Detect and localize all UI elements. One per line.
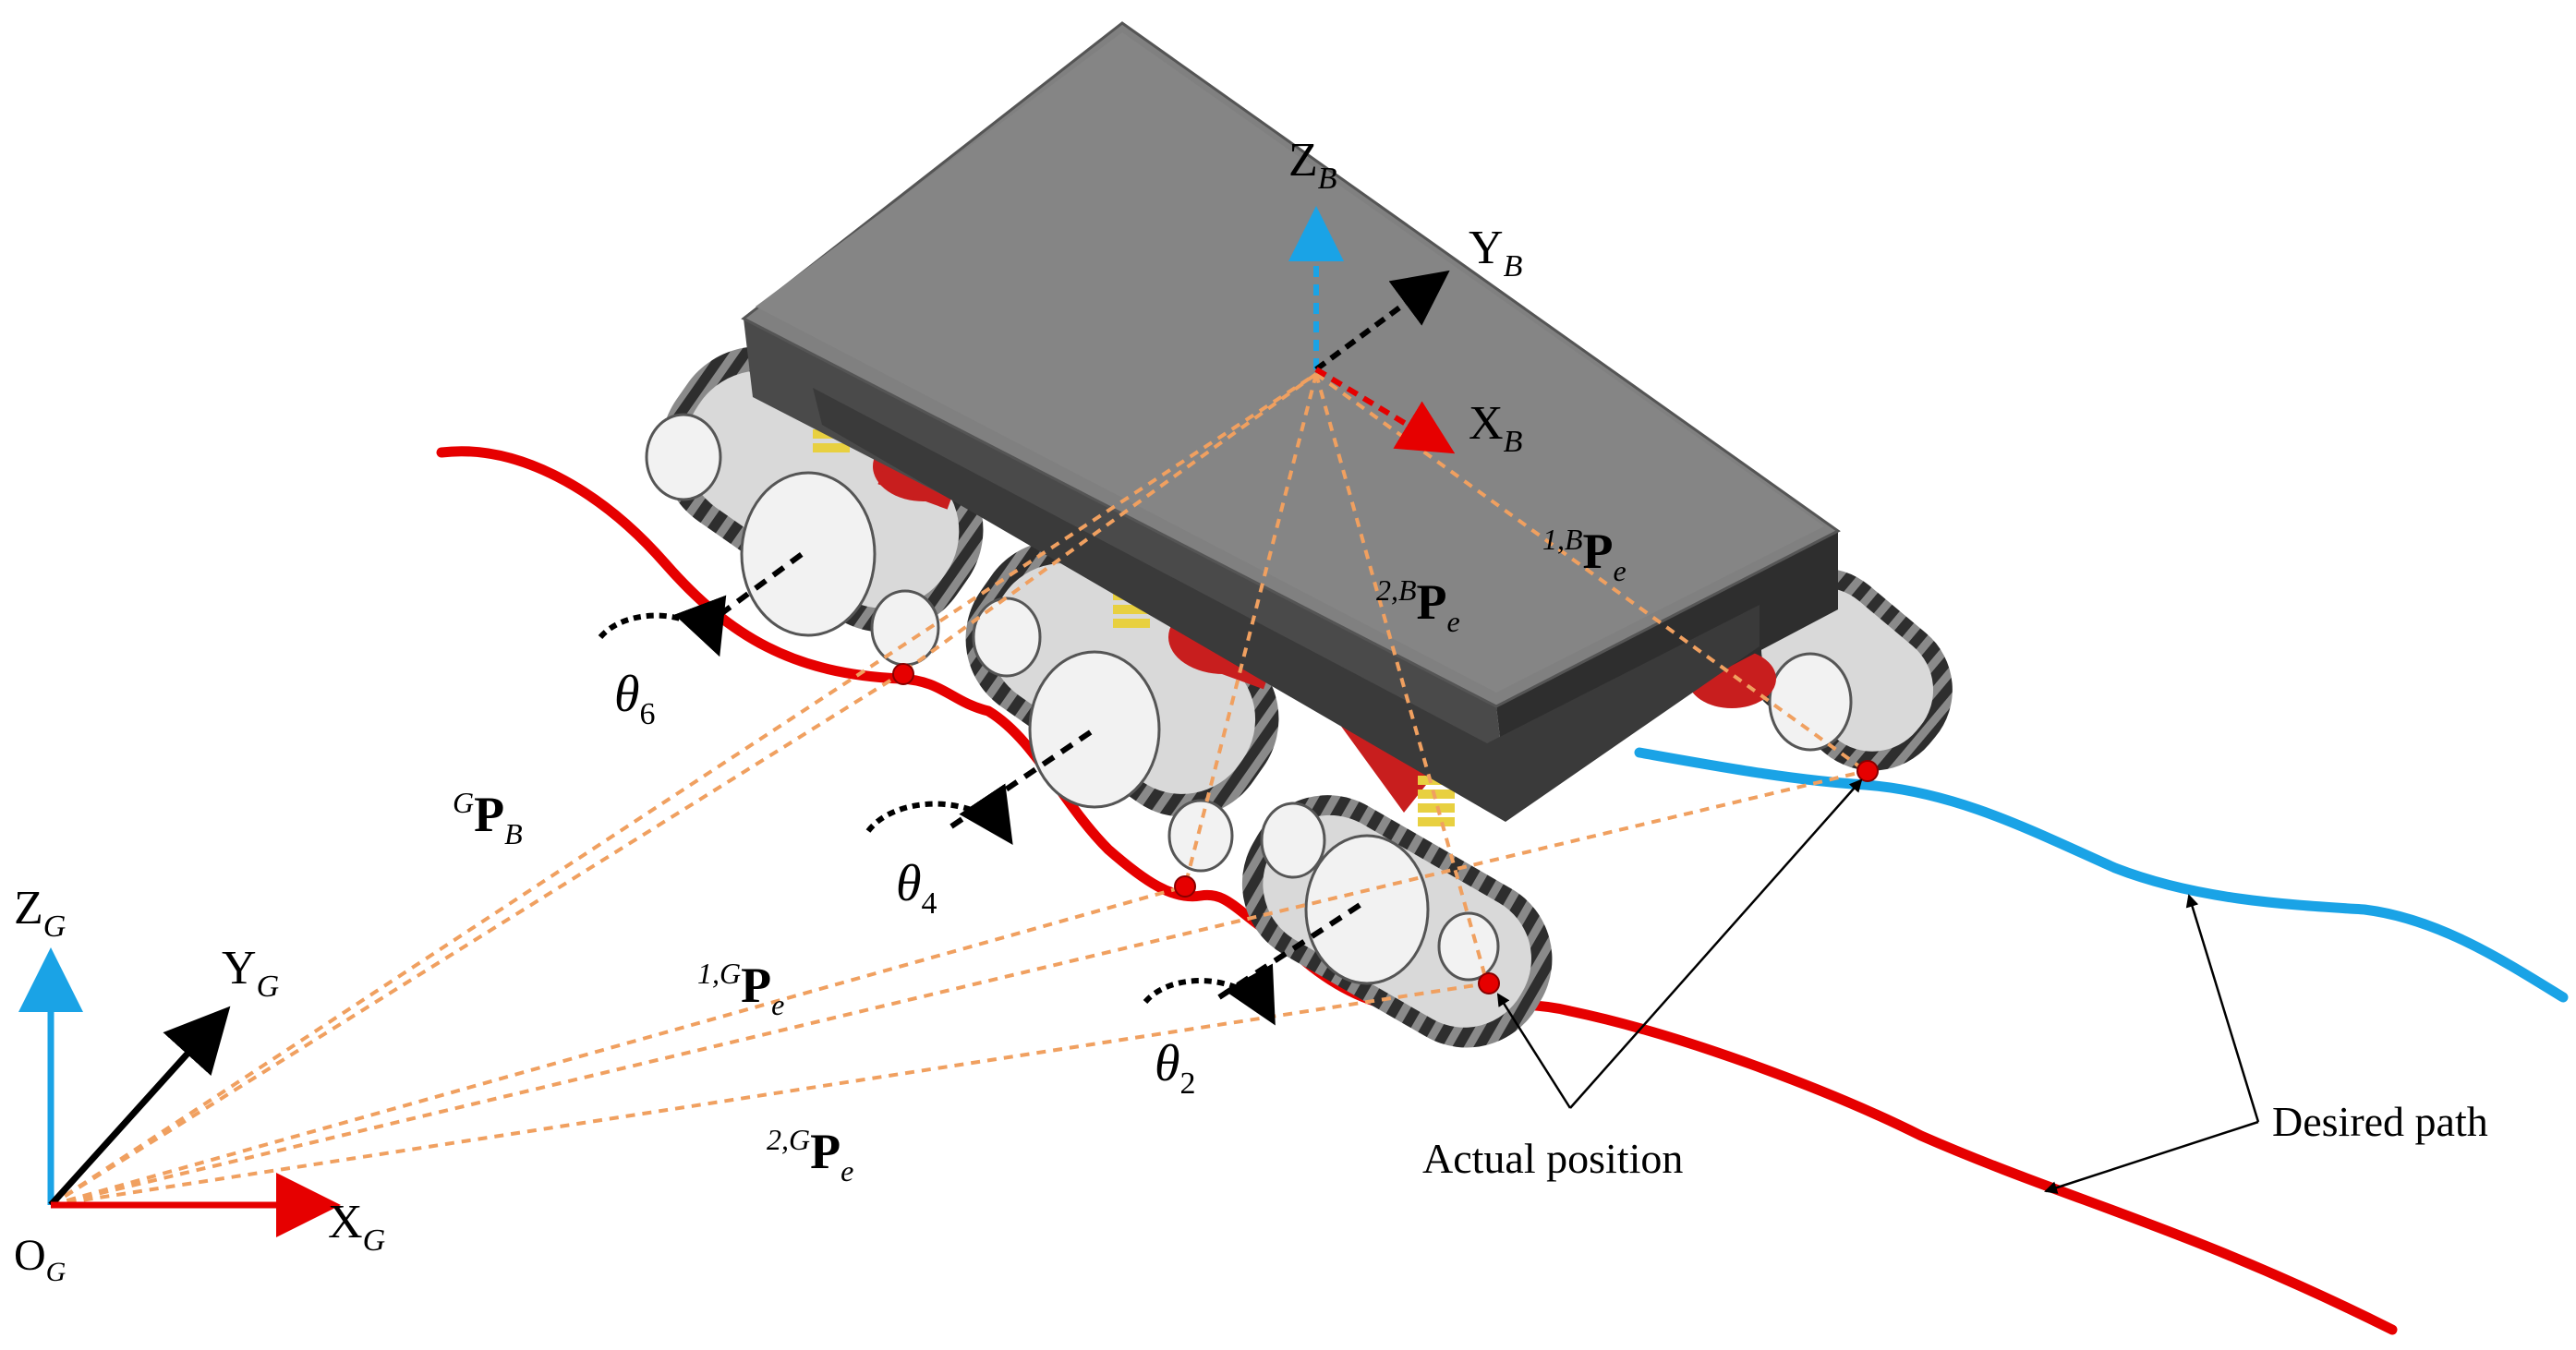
vector-1GPe-label: 1,GPe bbox=[697, 957, 784, 1021]
global-origin-label: OG bbox=[14, 1231, 67, 1287]
desired-path-blue bbox=[1634, 747, 2569, 1003]
contact-point-4 bbox=[1174, 875, 1196, 898]
contact-point-6 bbox=[892, 663, 914, 685]
vector-GPB bbox=[49, 372, 1318, 1207]
global-x-label: XG bbox=[328, 1196, 385, 1258]
theta4-arc bbox=[865, 783, 1013, 845]
track-mid-left bbox=[965, 540, 1279, 873]
global-y-axis bbox=[48, 1006, 231, 1208]
theta6-label: θ6 bbox=[614, 666, 656, 731]
theta2-label: θ2 bbox=[1155, 1035, 1196, 1101]
vector-GPB-label: GPB bbox=[453, 786, 523, 850]
theta6-arc bbox=[598, 595, 727, 657]
vector-body-to-4 bbox=[1183, 373, 1318, 887]
robot-body bbox=[741, 21, 1841, 822]
track-rear-left bbox=[645, 346, 984, 667]
body-x-label: XB bbox=[1469, 397, 1523, 459]
vector-1BPe bbox=[1314, 372, 1868, 773]
actual-position-label: Actual position bbox=[1422, 1135, 1683, 1182]
annotation-arrows bbox=[1496, 778, 2260, 1194]
desired-path-label: Desired path bbox=[2272, 1098, 2488, 1145]
body-x-axis bbox=[1314, 367, 1456, 454]
body-frame bbox=[1288, 206, 1456, 454]
position-vectors bbox=[49, 372, 1868, 1207]
body-y-axis bbox=[1314, 270, 1450, 372]
global-frame bbox=[18, 947, 341, 1237]
global-y-label: YG bbox=[222, 942, 279, 1004]
theta4-label: θ4 bbox=[896, 855, 937, 921]
contact-point-2 bbox=[1478, 972, 1500, 994]
vector-1BPe-label: 1,BPe bbox=[1542, 523, 1627, 587]
vector-2GPe bbox=[50, 982, 1488, 1207]
contact-point-1 bbox=[1856, 760, 1879, 782]
vector-6-to-origin bbox=[49, 672, 902, 1207]
vector-1GPe bbox=[50, 769, 1867, 1207]
global-z-label: ZG bbox=[14, 882, 66, 944]
contact-points bbox=[892, 663, 1879, 994]
desired-path-red bbox=[436, 446, 2398, 1335]
joint-markers bbox=[598, 547, 1369, 1026]
vector-2GPe-label: 2,GPe bbox=[767, 1123, 853, 1187]
vector-2BPe bbox=[1314, 373, 1489, 984]
vector-4-to-origin bbox=[50, 885, 1186, 1207]
theta2-arc bbox=[1143, 963, 1276, 1026]
body-y-label: YB bbox=[1469, 222, 1523, 283]
vector-body-to-6 bbox=[899, 372, 1318, 676]
vector-2BPe-label: 2,BPe bbox=[1376, 573, 1460, 638]
track-front-left bbox=[1241, 795, 1553, 1048]
body-z-label: ZB bbox=[1288, 134, 1337, 196]
